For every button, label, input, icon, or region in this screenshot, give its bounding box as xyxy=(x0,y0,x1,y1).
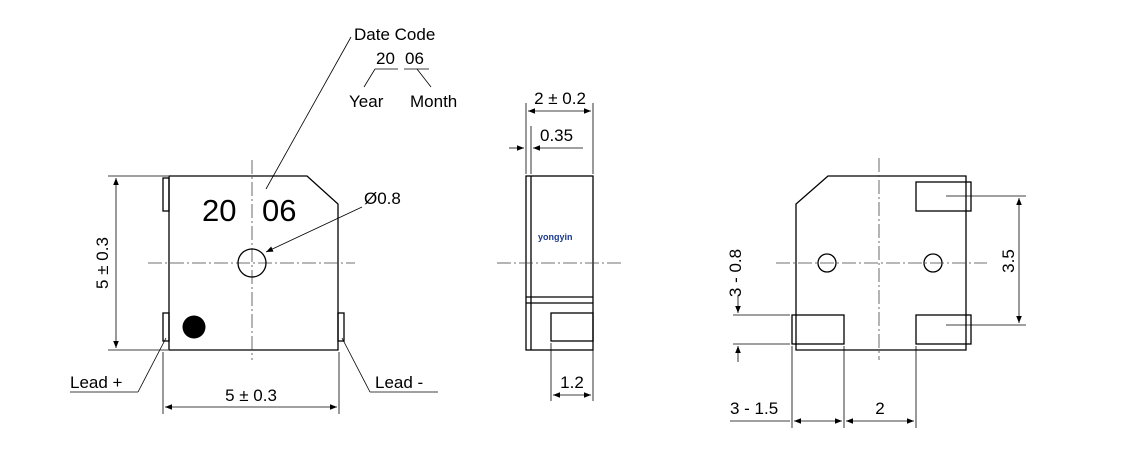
polarity-dot xyxy=(182,315,206,339)
front-width-dim: 5 ± 0.3 xyxy=(225,386,277,405)
lead-minus-label: Lead - xyxy=(375,373,423,392)
front-tab-bottom-left xyxy=(162,312,170,342)
side-offset-dim: 0.35 xyxy=(540,126,573,145)
date-code-year-value: 20 xyxy=(376,49,395,68)
back-pitch-dim: 3.5 xyxy=(999,249,1018,273)
lead-plus-label: Lead + xyxy=(70,373,123,392)
front-view: 20 06 Ø0.8 5 ± 0.3 5 ± 0.3 Lead + Lead - xyxy=(70,160,438,414)
side-pad-dim: 1.2 xyxy=(560,373,584,392)
front-tab-bottom-right xyxy=(337,312,345,342)
back-spacing-dim: 2 xyxy=(875,399,884,418)
lead-plus-leader xyxy=(137,337,167,393)
back-pad-bottom-right xyxy=(915,314,972,345)
sound-hole xyxy=(237,248,267,278)
lead-minus-leader xyxy=(341,337,371,393)
back-pad-top-right xyxy=(915,181,972,212)
back-pad-height-dim: 3 - 0.8 xyxy=(726,249,745,297)
back-hole-left xyxy=(817,253,837,273)
year-leader xyxy=(363,68,376,88)
side-view: yongyin 2 ± 0.2 0.35 1.2 xyxy=(497,89,622,401)
month-leader xyxy=(416,68,432,88)
hole-diameter-label: Ø0.8 xyxy=(364,189,401,208)
side-width-dim: 2 ± 0.2 xyxy=(534,89,586,108)
date-code-title: Date Code xyxy=(354,25,435,44)
side-pad xyxy=(550,312,594,342)
front-marking-month: 06 xyxy=(262,193,296,228)
back-pad-bottom-left xyxy=(791,314,845,345)
back-view: 3.5 3 - 0.8 3 - 1.5 2 xyxy=(726,158,1026,428)
date-code-leader xyxy=(265,36,352,190)
date-code-year-label: Year xyxy=(349,92,384,111)
back-pad-width-dim: 3 - 1.5 xyxy=(730,399,778,418)
back-body-outline xyxy=(795,175,967,351)
front-height-dim: 5 ± 0.3 xyxy=(93,237,112,289)
front-marking-year: 20 xyxy=(202,193,236,228)
watermark-text: yongyin xyxy=(538,232,573,242)
hole-diameter-leader xyxy=(265,206,363,253)
date-code-month-value: 06 xyxy=(405,49,424,68)
date-code-callout: Date Code 20 06 Year Month xyxy=(265,25,457,190)
date-code-month-label: Month xyxy=(410,92,457,111)
front-tab-top-left xyxy=(162,177,170,212)
